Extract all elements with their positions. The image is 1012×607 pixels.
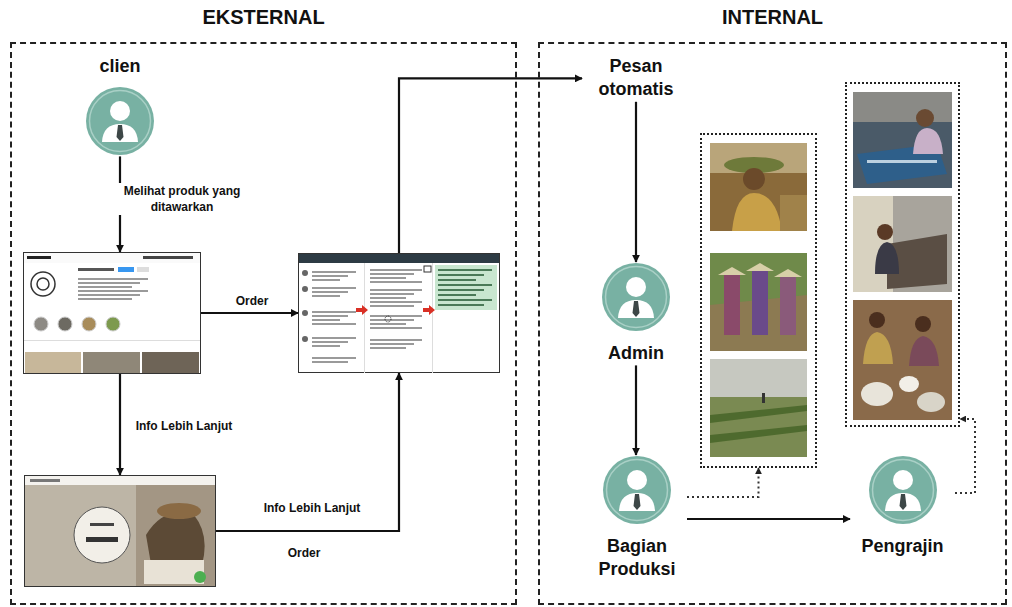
region-heading: INTERNAL: [540, 6, 1005, 29]
region-heading: EKSTERNAL: [12, 6, 515, 29]
instagram-screenshot: [23, 252, 201, 374]
screenshot-node: [298, 253, 500, 373]
flow-arrow: [119, 374, 121, 475]
whatsapp-screenshot: [298, 253, 500, 373]
person-node: Bagian Produksi: [587, 455, 687, 582]
flow-arrow: [216, 373, 399, 531]
edge-label: Info Lebih Lanjut: [250, 500, 374, 516]
node-label: Pesan otomatis: [582, 55, 690, 102]
node-label: Pengrajin: [850, 535, 955, 558]
screenshot-node: [23, 252, 201, 374]
node-label: Bagian Produksi: [587, 535, 687, 582]
person-icon: [602, 455, 672, 525]
person-node: clien: [80, 55, 160, 156]
edge-label: Melihat produk yang ditawarkan: [118, 183, 246, 215]
person-icon: [868, 455, 938, 525]
edge-label: Order: [272, 545, 336, 561]
flow-arrow: [635, 102, 637, 262]
photo-group: [700, 133, 817, 468]
website-screenshot: [24, 475, 216, 587]
edge-label: Info Lebih Lanjut: [126, 418, 242, 434]
dotted-arrow: [687, 468, 759, 497]
craft-photos: [847, 84, 958, 425]
flow-arrow: [635, 365, 637, 455]
region-frame: INTERNALPesan otomatisAdminBagian Produk…: [538, 42, 1007, 605]
edge-label: Order: [225, 293, 279, 309]
node-label: clien: [80, 55, 160, 78]
person-node: Pengrajin: [850, 455, 955, 558]
person-icon: [601, 262, 671, 332]
node-label: Admin: [596, 342, 676, 365]
flow-arrow: [399, 78, 582, 253]
text-node: Pesan otomatis: [582, 55, 690, 102]
flow-arrow: [201, 312, 298, 314]
region-frame: EKSTERNALclien: [10, 42, 517, 605]
photo-group: [845, 82, 960, 427]
farmer-photos: [702, 135, 815, 466]
dotted-arrow: [955, 419, 975, 493]
screenshot-node: [24, 475, 216, 587]
person-icon: [85, 86, 155, 156]
flow-arrow: [687, 518, 850, 520]
person-node: Admin: [596, 262, 676, 365]
